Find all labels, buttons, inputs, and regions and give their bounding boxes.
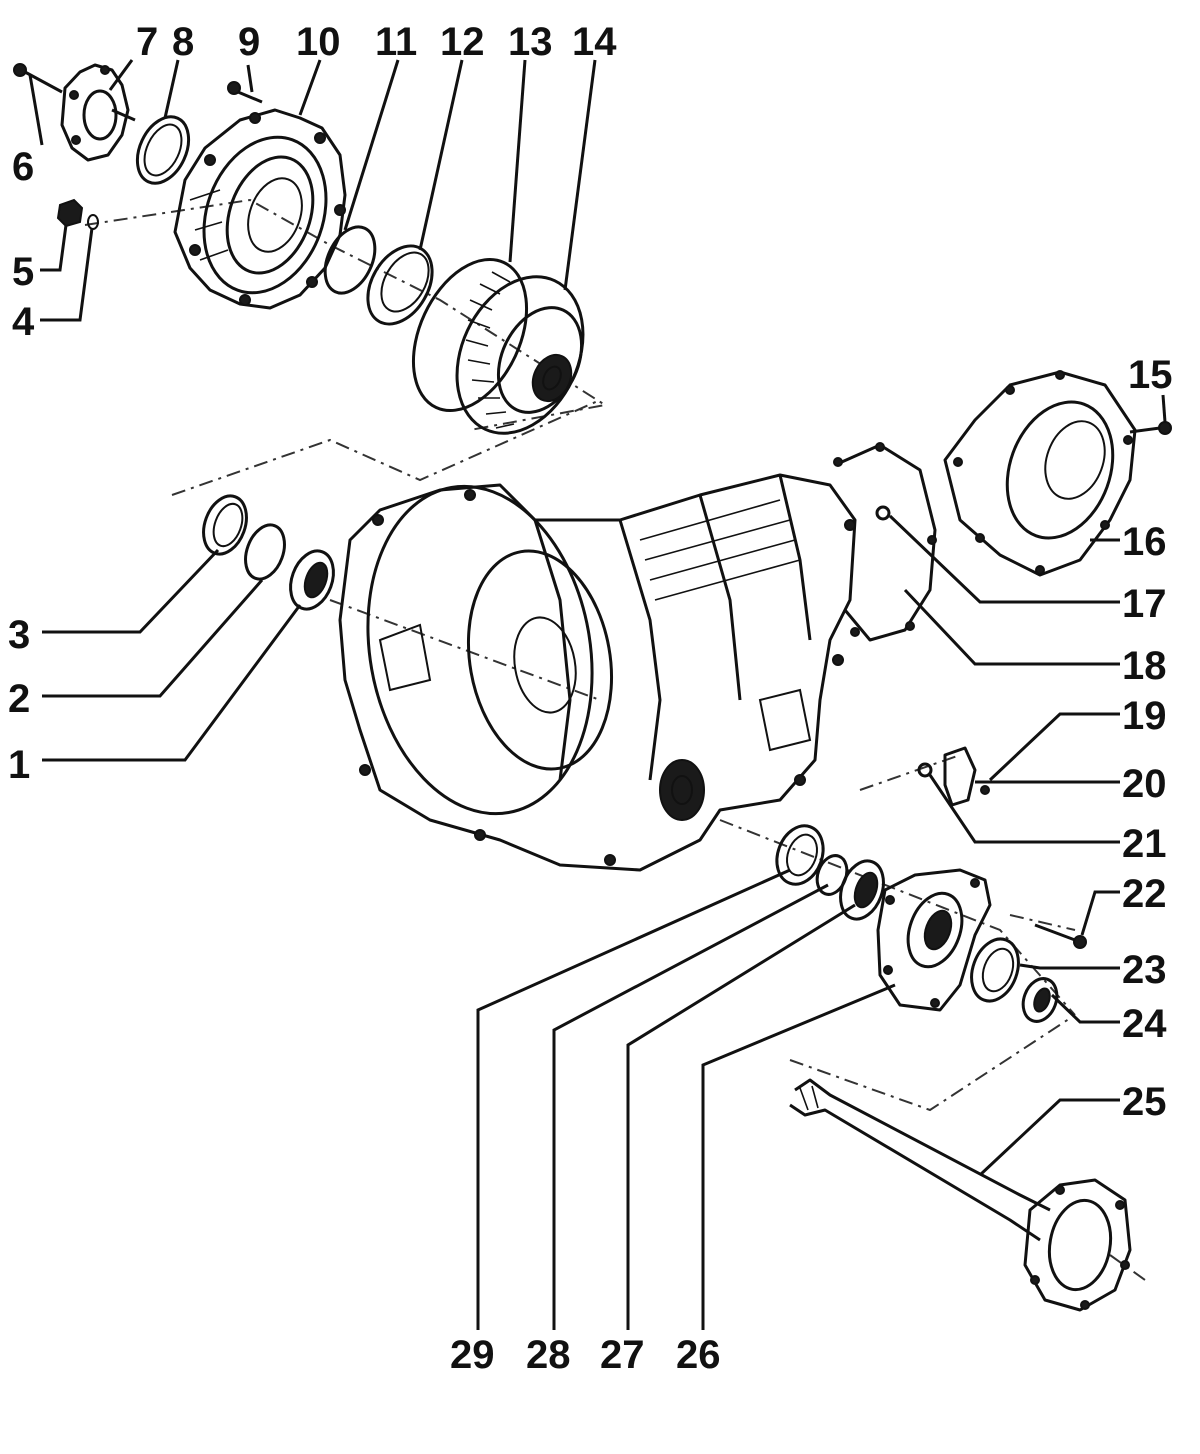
callout-3: 3: [8, 613, 30, 657]
callout-10: 10: [296, 20, 341, 64]
callout-28: 28: [526, 1333, 571, 1377]
transmission-housing: [338, 473, 857, 872]
callout-2: 2: [8, 677, 30, 721]
callout-22: 22: [1122, 872, 1167, 916]
callout-7: 7: [136, 20, 158, 64]
part-16-rear-cover: [943, 370, 1137, 577]
part-15-bolt: [1129, 421, 1172, 435]
part-21-sensor: [917, 762, 933, 778]
callout-labels: 1 2 3 4 5 6 7 8 9 10 11 12 13 14 15 16 1…: [8, 20, 1173, 1377]
part-4-washer: [87, 214, 99, 230]
part-8-seal: [135, 115, 191, 185]
part-23-seal: [970, 937, 1020, 1003]
callout-12: 12: [440, 20, 485, 64]
part-17-gasket: [833, 442, 937, 642]
part-9-bolt: [227, 81, 263, 104]
callout-15: 15: [1128, 353, 1173, 397]
callout-23: 23: [1122, 948, 1167, 992]
callout-24: 24: [1122, 1002, 1167, 1046]
part-2-o-ring: [244, 523, 286, 581]
leader-lines: [28, 59, 1167, 1330]
callout-21: 21: [1122, 822, 1167, 866]
callout-8: 8: [172, 20, 194, 64]
callout-5: 5: [12, 250, 34, 294]
callout-9: 9: [238, 20, 260, 64]
callout-29: 29: [450, 1333, 495, 1377]
part-13-shim: [411, 257, 529, 413]
callout-1: 1: [8, 743, 30, 787]
callout-11: 11: [375, 20, 417, 64]
part-18-plug: [875, 505, 891, 521]
part-29-seal: [775, 824, 825, 886]
part-20-bracket: [943, 746, 977, 807]
part-6-bolt: [13, 63, 63, 94]
part-5-plug: [56, 198, 84, 228]
callout-6: 6: [12, 145, 34, 189]
callout-27: 27: [600, 1333, 645, 1377]
callout-26: 26: [676, 1333, 721, 1377]
callout-18: 18: [1122, 644, 1167, 688]
part-10-cover: [173, 108, 347, 310]
callout-13: 13: [508, 20, 553, 64]
part-12-bearing: [366, 244, 434, 326]
callout-17: 17: [1122, 582, 1167, 626]
callout-16: 16: [1122, 520, 1167, 564]
part-26-flange-housing: [876, 868, 992, 1012]
callout-20: 20: [1122, 762, 1167, 806]
callout-25: 25: [1122, 1080, 1167, 1124]
part-19-bolt: [980, 785, 990, 795]
part-3-seal: [202, 494, 248, 556]
part-11-o-ring: [323, 225, 377, 295]
part-1-bearing: [289, 549, 335, 611]
part-24-ring: [1021, 977, 1059, 1023]
callout-4: 4: [12, 300, 35, 344]
part-22-bolt: [1034, 923, 1087, 949]
part-14-ring-gear: [455, 271, 585, 435]
part-27-bearing: [839, 859, 885, 921]
part-25-flange-shaft: [789, 1078, 1132, 1312]
part-7-flange: [60, 63, 136, 162]
callout-14: 14: [572, 20, 617, 64]
assembly-centerlines: [84, 198, 1146, 1281]
callout-19: 19: [1122, 694, 1167, 738]
